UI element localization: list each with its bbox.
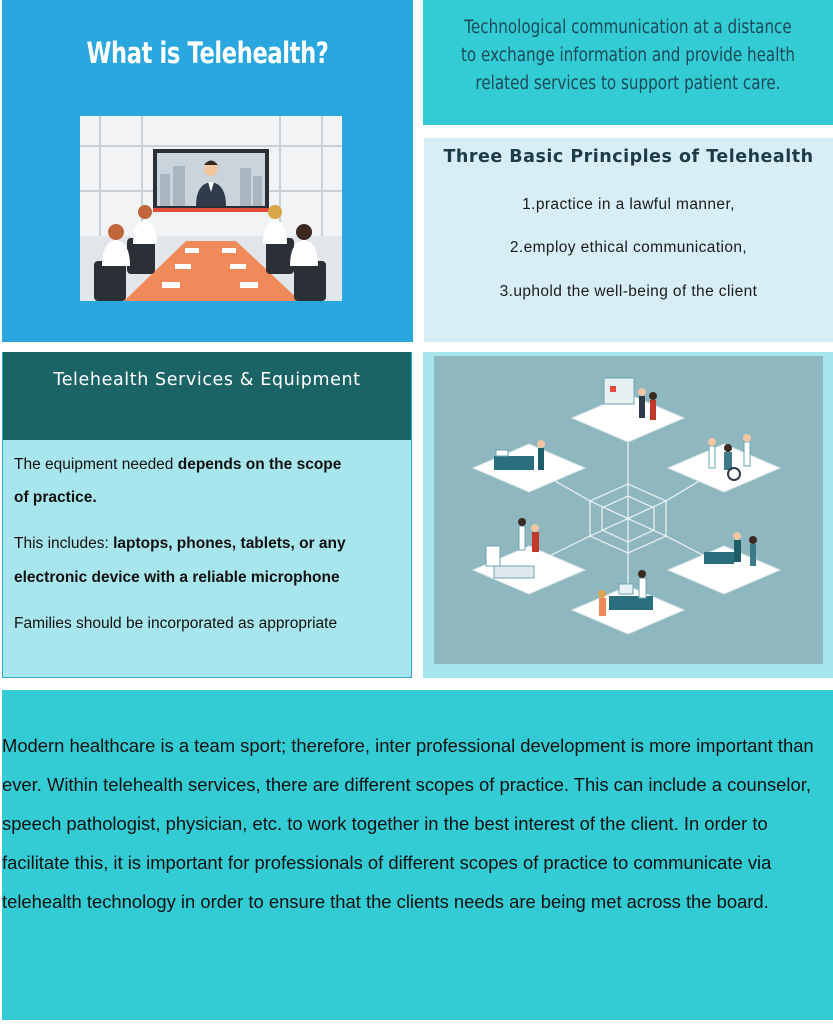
services-panel: Telehealth Services & Equipment The equi… [2,352,412,678]
teamwork-panel: Modern healthcare is a team sport; there… [2,690,833,1020]
equipment-scope-line: The equipment needed depends on the scop… [14,456,341,474]
title-panel: What is Telehealth? [2,0,413,342]
equipment-scope-text: The equipment needed [14,456,178,473]
devices-bold-cont: electronic device with a reliable microp… [14,569,340,586]
page-title: What is Telehealth? [86,36,329,70]
video-conference-meeting-illustration [80,116,342,301]
equipment-scope-bold: depends on the scope [177,456,342,473]
devices-line: This includes: laptops, phones, tablets,… [14,535,346,553]
principles-panel: Three Basic Principles of Telehealth 1.p… [424,138,833,342]
devices-line-cont: electronic device with a reliable microp… [14,569,340,587]
services-header: Telehealth Services & Equipment [3,352,411,440]
principle-item: 3.uphold the well-being of the client [499,283,758,300]
definition-text: Technological communication at a distanc… [460,17,796,94]
isometric-panel [423,352,833,678]
devices-text: This includes: [14,535,114,552]
principle-item: 2.employ ethical communication, [509,239,748,256]
equipment-scope-bold-cont: of practice. [14,489,97,506]
teamwork-text: Modern healthcare is a team sport; there… [2,735,814,912]
principle-item: 1.practice in a lawful manner, [522,196,735,213]
principles-heading: Three Basic Principles of Telehealth [443,147,814,167]
families-line: Families should be incorporated as appro… [14,615,338,632]
definition-panel: Technological communication at a distanc… [423,0,833,125]
isometric-telehealth-network-illustration [434,356,823,664]
devices-bold: laptops, phones, tablets, or any [113,535,346,552]
equipment-scope-line-cont: of practice. [14,489,97,507]
services-heading: Telehealth Services & Equipment [53,370,361,390]
